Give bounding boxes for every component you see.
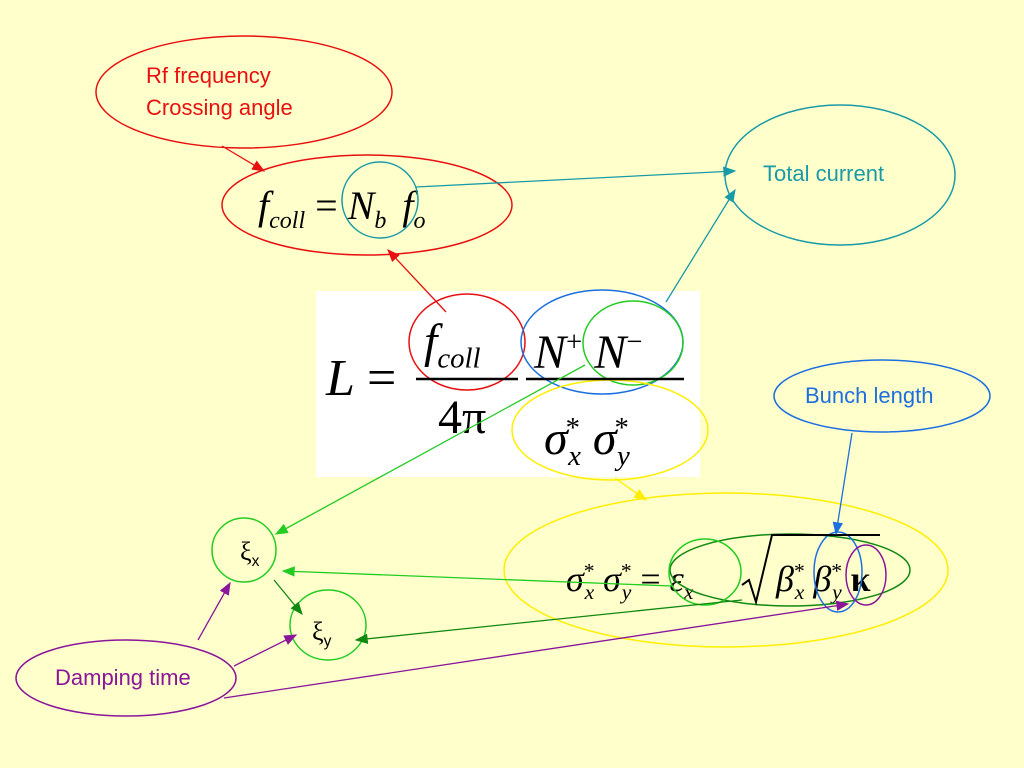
arrow-rf-to-fcoll: [221, 145, 266, 172]
bunch-length-label: Bunch length: [805, 383, 934, 408]
arrow-xi-x-to-xi-y: [273, 579, 303, 616]
kappa-ellipse: [845, 544, 887, 606]
sqrt-argument: β*x β*y κ: [776, 559, 871, 605]
sigma-denominator-ellipse: [511, 379, 709, 481]
sigma-product-ellipse: [503, 492, 949, 648]
arrow-sqrt-to-xi-y: [354, 599, 743, 644]
xi-x-label: ξx: [240, 537, 260, 571]
rf-frequency-text: Rf frequency: [146, 63, 271, 88]
crossing-angle-text: Crossing angle: [146, 95, 293, 120]
xi-x-circle: [211, 517, 277, 583]
rf-crossing-label: Rf frequency Crossing angle: [146, 60, 293, 124]
fcoll-formula: fcoll = Nb fo: [258, 183, 426, 234]
n-plus-n-minus: N+ N−: [534, 326, 643, 379]
fcoll-ellipse: [221, 154, 513, 256]
sigma-denominator: σ*x σ*y: [544, 412, 630, 472]
fcoll-numerator: fcoll: [424, 315, 481, 375]
eps-x-ellipse: [668, 538, 742, 606]
xi-y-circle: [289, 589, 367, 661]
arrow-damping-to-kappa: [223, 600, 850, 699]
arrow-bunch-length-to-beta: [832, 432, 853, 536]
n-minus-ellipse: [582, 300, 684, 386]
eps-sqrt-ellipse: [669, 533, 911, 607]
arrow-n-to-total-current: [665, 188, 736, 303]
nb-circle: [341, 161, 419, 239]
damping-time-ellipse: [15, 639, 237, 717]
four-pi-denominator: 4π: [438, 391, 487, 444]
sqrt-sign: [741, 534, 880, 606]
total-current-label: Total current: [763, 161, 885, 186]
arrow-damping-to-xi-x: [197, 581, 231, 641]
arrow-damping-to-xi-y: [233, 634, 298, 667]
damping-time-label: Damping time: [55, 665, 191, 690]
bunch-length-ellipse: [773, 359, 991, 433]
luminosity-formula-box: [316, 291, 700, 477]
arrow-eps-to-xi-x: [281, 566, 673, 587]
rf-crossing-ellipse: [95, 35, 393, 149]
L-symbol: L =: [326, 350, 397, 407]
total-current-ellipse: [724, 104, 956, 246]
arrow-L-fcoll-to-fcoll: [387, 249, 447, 313]
xi-y-label: ξy: [312, 617, 332, 651]
fcoll-numerator-ellipse: [408, 293, 526, 391]
arrow-n-to-xi-x: [274, 364, 586, 535]
arrow-sigma-to-sigma-product: [614, 477, 648, 501]
arrow-nb-to-total-current: [415, 166, 737, 188]
